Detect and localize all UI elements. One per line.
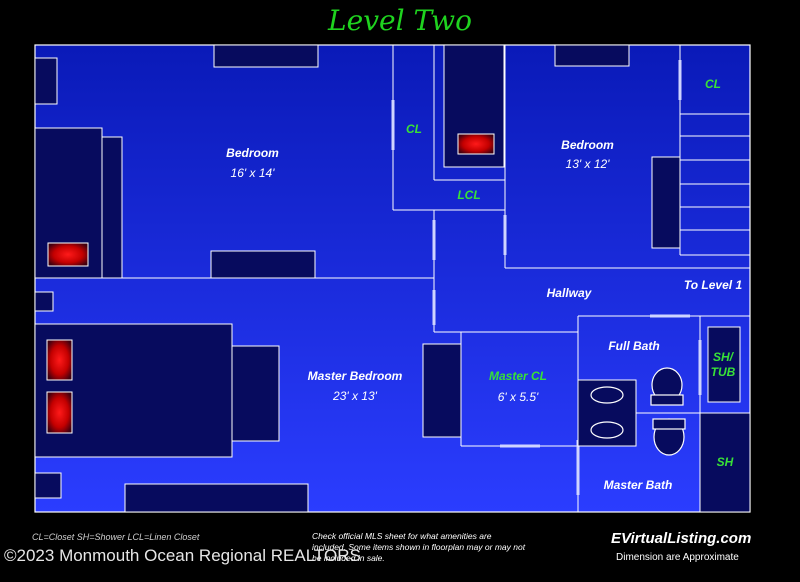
sink [590,421,624,439]
nightstand [231,345,280,442]
room-label-master-bath: Master Bath [603,478,673,492]
plan-title: Level Two [328,4,472,37]
furniture [554,44,630,67]
toilet-tank [652,418,686,430]
room-label-hallway: Hallway [546,286,592,300]
room-label-bedroom: Bedroom [561,138,614,152]
stairs-label: To Level 1 [683,278,743,292]
room-label-linen-closet: LCL [457,188,481,202]
room-label-bedroom: Bedroom [226,146,279,160]
nightstand [101,136,123,279]
furniture [210,250,316,279]
furniture [34,291,54,312]
room-label-shower: SH [716,455,734,469]
furniture [124,483,309,513]
furniture [34,57,58,105]
heater [46,391,73,434]
room-label-full-bath: Full Bath [608,339,660,353]
room-label-shower-tub: SH/ TUB [710,350,736,379]
shower-stall [699,412,751,513]
copyright-watermark: ©2023 Monmouth Ocean Regional REALTORS [4,546,361,565]
brand-name: EVirtualListing.com [611,530,752,547]
sink [590,386,624,404]
legend-text: CL=Closet SH=Shower LCL=Linen Closet [32,532,200,542]
room-label-master-closet: Master CL [488,369,547,383]
furniture [34,472,62,499]
heater [47,242,89,267]
room-dims: 16' x 14' [230,166,275,180]
heater [46,339,73,381]
toilet-tank [650,394,684,406]
dresser [422,343,462,438]
room-label-closet: CL [705,77,721,91]
room-dims: 13' x 12' [565,157,610,171]
tub [707,326,741,403]
dimension-note: Dimension are Approximate [616,552,739,563]
stair-block [651,156,681,249]
furniture [213,44,319,68]
disclaimer-text: Check official MLS sheet for what amenit… [312,531,526,563]
room-dims: 6' x 5.5' [497,390,539,404]
heater [457,133,495,155]
room-label-closet: CL [406,122,422,136]
room-label-master-bedroom: Master Bedroom [307,369,403,383]
room-dims: 23' x 13' [333,389,377,403]
